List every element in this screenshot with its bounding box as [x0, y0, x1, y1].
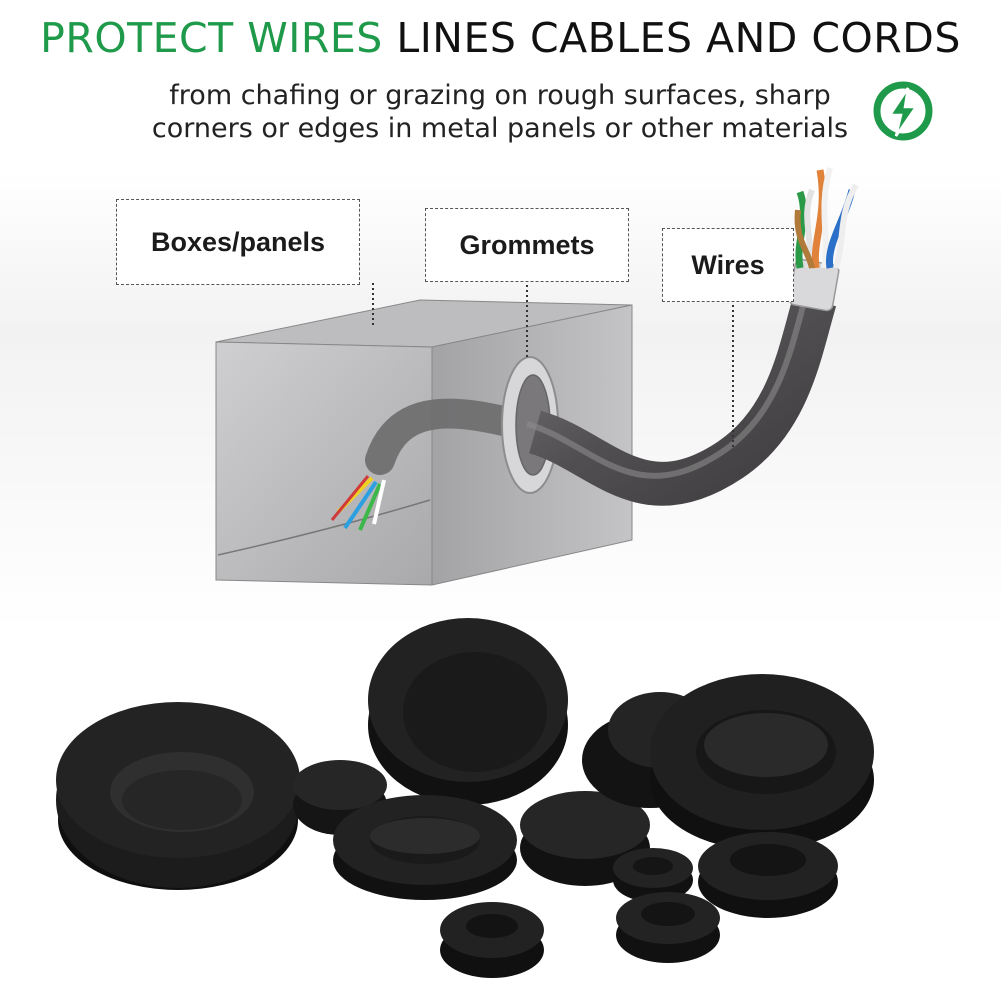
subtext-line-2: corners or edges in metal panels or othe…	[151, 113, 849, 144]
inner-wire-ends	[330, 475, 386, 531]
subtext-line-1: from chafing or grazing on rough surface…	[169, 80, 831, 111]
grommet-medium-center	[333, 795, 517, 900]
grommet-tiny-center	[613, 848, 693, 902]
grommet-products	[56, 618, 874, 978]
grommet-small-bottom-right	[616, 892, 720, 963]
grommet-large-center	[368, 618, 568, 805]
lightning-bolt-icon	[873, 81, 933, 141]
grommet-large-right	[650, 674, 874, 850]
label-wires: Wires	[662, 228, 794, 302]
headline-green-text: PROTECT WIRES	[40, 14, 383, 62]
cable-inside	[365, 398, 535, 475]
grommet-small-right	[698, 832, 838, 918]
label-grommets: Grommets	[425, 208, 629, 282]
box-front-face	[215, 341, 433, 586]
label-boxes-panels: Boxes/panels	[116, 199, 360, 285]
twisted-pairs	[794, 167, 859, 269]
grommet-large-left	[56, 702, 300, 890]
headline-black-text: LINES CABLES AND CORDS	[396, 14, 961, 62]
grommet-small-bottom-center	[440, 902, 544, 978]
headline: PROTECT WIRES LINES CABLES AND CORDS	[0, 14, 1001, 62]
